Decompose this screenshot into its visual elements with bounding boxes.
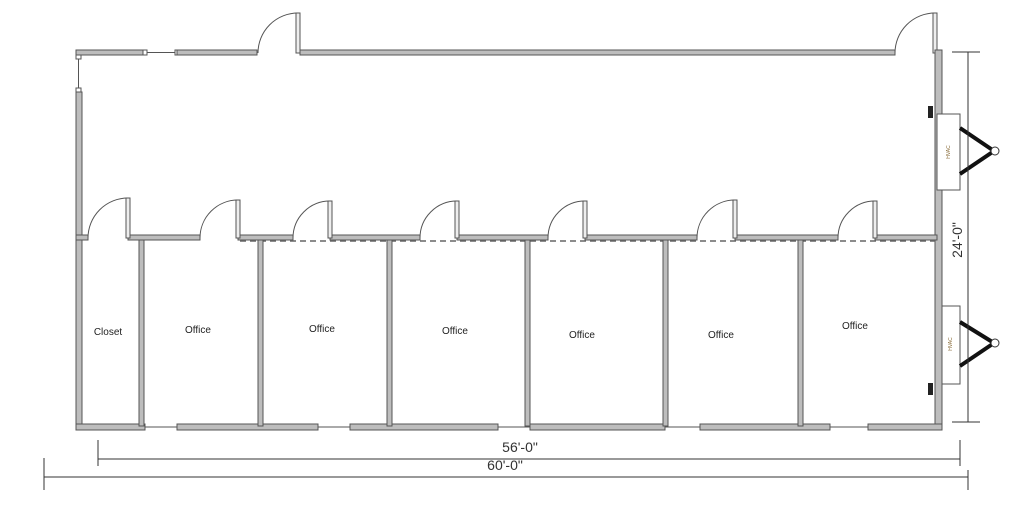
door-office-1[interactable] (199, 199, 241, 239)
door-office-6[interactable] (837, 200, 878, 239)
top-wall (75, 49, 943, 56)
svg-text:60'-0": 60'-0" (487, 457, 523, 473)
hvac-unit-1: HVAC (928, 106, 1000, 191)
corridor-wall (75, 234, 938, 242)
left-wall (75, 54, 83, 431)
entry-door-left[interactable] (257, 12, 301, 54)
door-closet[interactable] (87, 197, 131, 239)
dimension-inner-width: 56'-0" (97, 439, 961, 466)
room-label-office-5: Office (708, 330, 734, 341)
entry-door-right[interactable] (894, 12, 938, 54)
room-label-office-4: Office (569, 330, 595, 341)
bottom-wall (75, 423, 943, 431)
door-office-4[interactable] (547, 200, 588, 239)
room-label-closet: Closet (94, 327, 123, 338)
room-label-office-3: Office (442, 326, 468, 337)
door-office-5[interactable] (696, 199, 738, 239)
room-label-office-1: Office (185, 325, 211, 336)
dimension-outer-width: 60'-0" (43, 457, 969, 490)
partition-walls (138, 239, 804, 427)
svg-text:HVAC: HVAC (948, 337, 954, 351)
door-office-2[interactable] (292, 200, 333, 239)
dimension-height: 24'-0" (949, 51, 980, 423)
hvac-unit-2: HVAC (928, 305, 1000, 395)
svg-text:24'-0": 24'-0" (949, 222, 965, 258)
svg-text:56'-0": 56'-0" (502, 439, 538, 455)
room-label-office-2: Office (309, 324, 335, 335)
room-label-office-6: Office (842, 321, 868, 332)
svg-text:HVAC: HVAC (946, 145, 952, 159)
door-office-3[interactable] (419, 200, 460, 239)
